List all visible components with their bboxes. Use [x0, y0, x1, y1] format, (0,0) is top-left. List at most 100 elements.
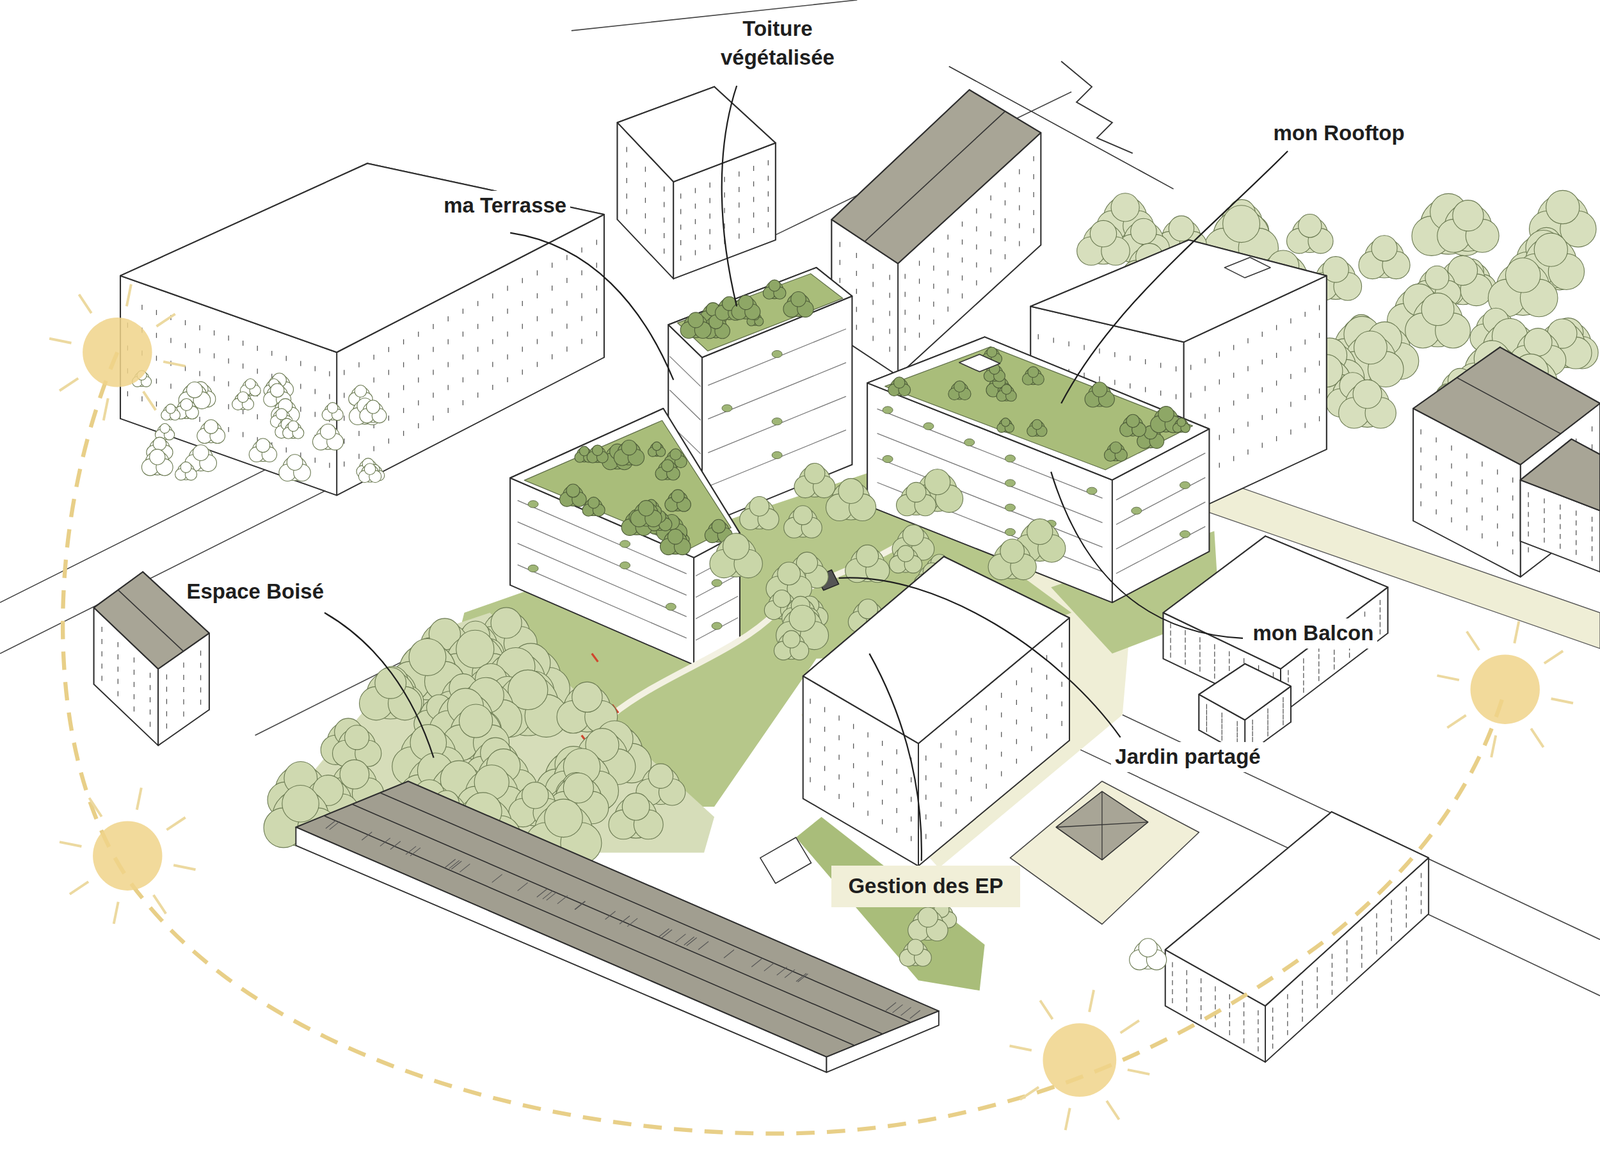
window-mark [506, 376, 508, 383]
window-mark [1219, 378, 1220, 384]
window-mark [477, 346, 479, 352]
window-mark [856, 288, 857, 294]
balcony-line [669, 356, 701, 387]
window-mark [626, 193, 628, 199]
window-mark [933, 301, 934, 307]
tree-crown [1354, 330, 1388, 365]
green-roof [885, 346, 1193, 470]
tree [197, 419, 226, 443]
window-mark [141, 396, 143, 402]
window-mark [904, 273, 906, 280]
window-mark [228, 426, 230, 432]
tree-crown [165, 403, 176, 414]
window-mark [566, 254, 568, 260]
window-mark [904, 309, 906, 315]
tree-crown [256, 438, 271, 453]
window-mark [626, 162, 628, 168]
window-mark [373, 377, 375, 383]
window-mark [314, 366, 316, 372]
tree-crown [320, 423, 336, 440]
balcony-plant [882, 406, 893, 414]
window-mark [228, 403, 230, 409]
window-mark [1527, 547, 1529, 553]
window-mark [551, 308, 553, 314]
building-wall [510, 477, 694, 665]
window-mark [388, 438, 390, 444]
window-mark [184, 320, 186, 326]
window-mark [1053, 337, 1055, 344]
window-mark [1512, 477, 1513, 483]
window-mark [551, 353, 553, 360]
window-mark [522, 300, 523, 306]
window-mark [581, 293, 582, 299]
window-mark [1420, 483, 1422, 489]
window-mark [1496, 504, 1498, 511]
window-mark [536, 361, 538, 367]
window-mark [506, 308, 508, 314]
window-mark [1527, 492, 1529, 498]
window-mark [1481, 515, 1483, 521]
window-mark [695, 203, 696, 209]
tree [1022, 366, 1044, 386]
window-mark [1450, 445, 1452, 451]
window-mark [976, 226, 977, 232]
window-mark [680, 193, 681, 199]
window-mark [141, 304, 143, 310]
tree [773, 630, 809, 660]
tree-crown [456, 629, 495, 668]
tree [586, 444, 608, 463]
window-mark [888, 346, 890, 352]
window-mark [213, 375, 215, 381]
window-mark [477, 369, 479, 375]
window-mark [709, 229, 711, 235]
tree-crown [749, 496, 770, 517]
window-mark [566, 346, 568, 352]
window-mark [522, 346, 523, 352]
window-mark [1591, 545, 1593, 552]
balcony-plant [711, 622, 722, 630]
window-mark [581, 270, 582, 276]
window-mark [695, 234, 696, 240]
window-mark [492, 316, 493, 322]
window-mark [1114, 379, 1115, 385]
window-mark [961, 221, 963, 227]
window-mark [1591, 426, 1593, 432]
window-mark [1129, 355, 1131, 361]
green-roof [677, 273, 843, 352]
tree-crown [1109, 441, 1122, 454]
window-mark [1018, 186, 1020, 192]
window-mark [768, 160, 769, 166]
window-mark [856, 270, 857, 276]
window-mark [888, 292, 890, 298]
building-roof [831, 89, 1041, 264]
tree-crown [1027, 366, 1039, 378]
building-wall [702, 296, 852, 527]
window-mark [738, 202, 740, 208]
balcony-plant [1180, 530, 1191, 538]
tree [1120, 414, 1147, 437]
tree-crown [1298, 214, 1322, 238]
window-mark [1018, 241, 1020, 247]
window-mark [1304, 367, 1306, 373]
tree [845, 544, 890, 583]
window-mark [536, 316, 538, 322]
tree [560, 483, 587, 507]
window-mark [990, 231, 992, 237]
window-mark [477, 323, 479, 329]
window-mark [156, 355, 157, 361]
window-mark [1420, 447, 1422, 453]
balcony-line [877, 482, 1103, 572]
roof-kiosk [1224, 257, 1271, 278]
window-mark [1004, 218, 1006, 224]
window-mark [1450, 499, 1452, 505]
window-mark [156, 309, 157, 315]
window-mark [1290, 346, 1291, 352]
balcony-line [877, 457, 1103, 547]
balcony-plant [528, 500, 539, 508]
tree-crown [804, 463, 825, 484]
window-mark [738, 217, 740, 223]
window-mark [738, 186, 740, 192]
window-mark [314, 457, 316, 463]
window-mark [581, 316, 582, 322]
window-mark [1575, 529, 1577, 536]
